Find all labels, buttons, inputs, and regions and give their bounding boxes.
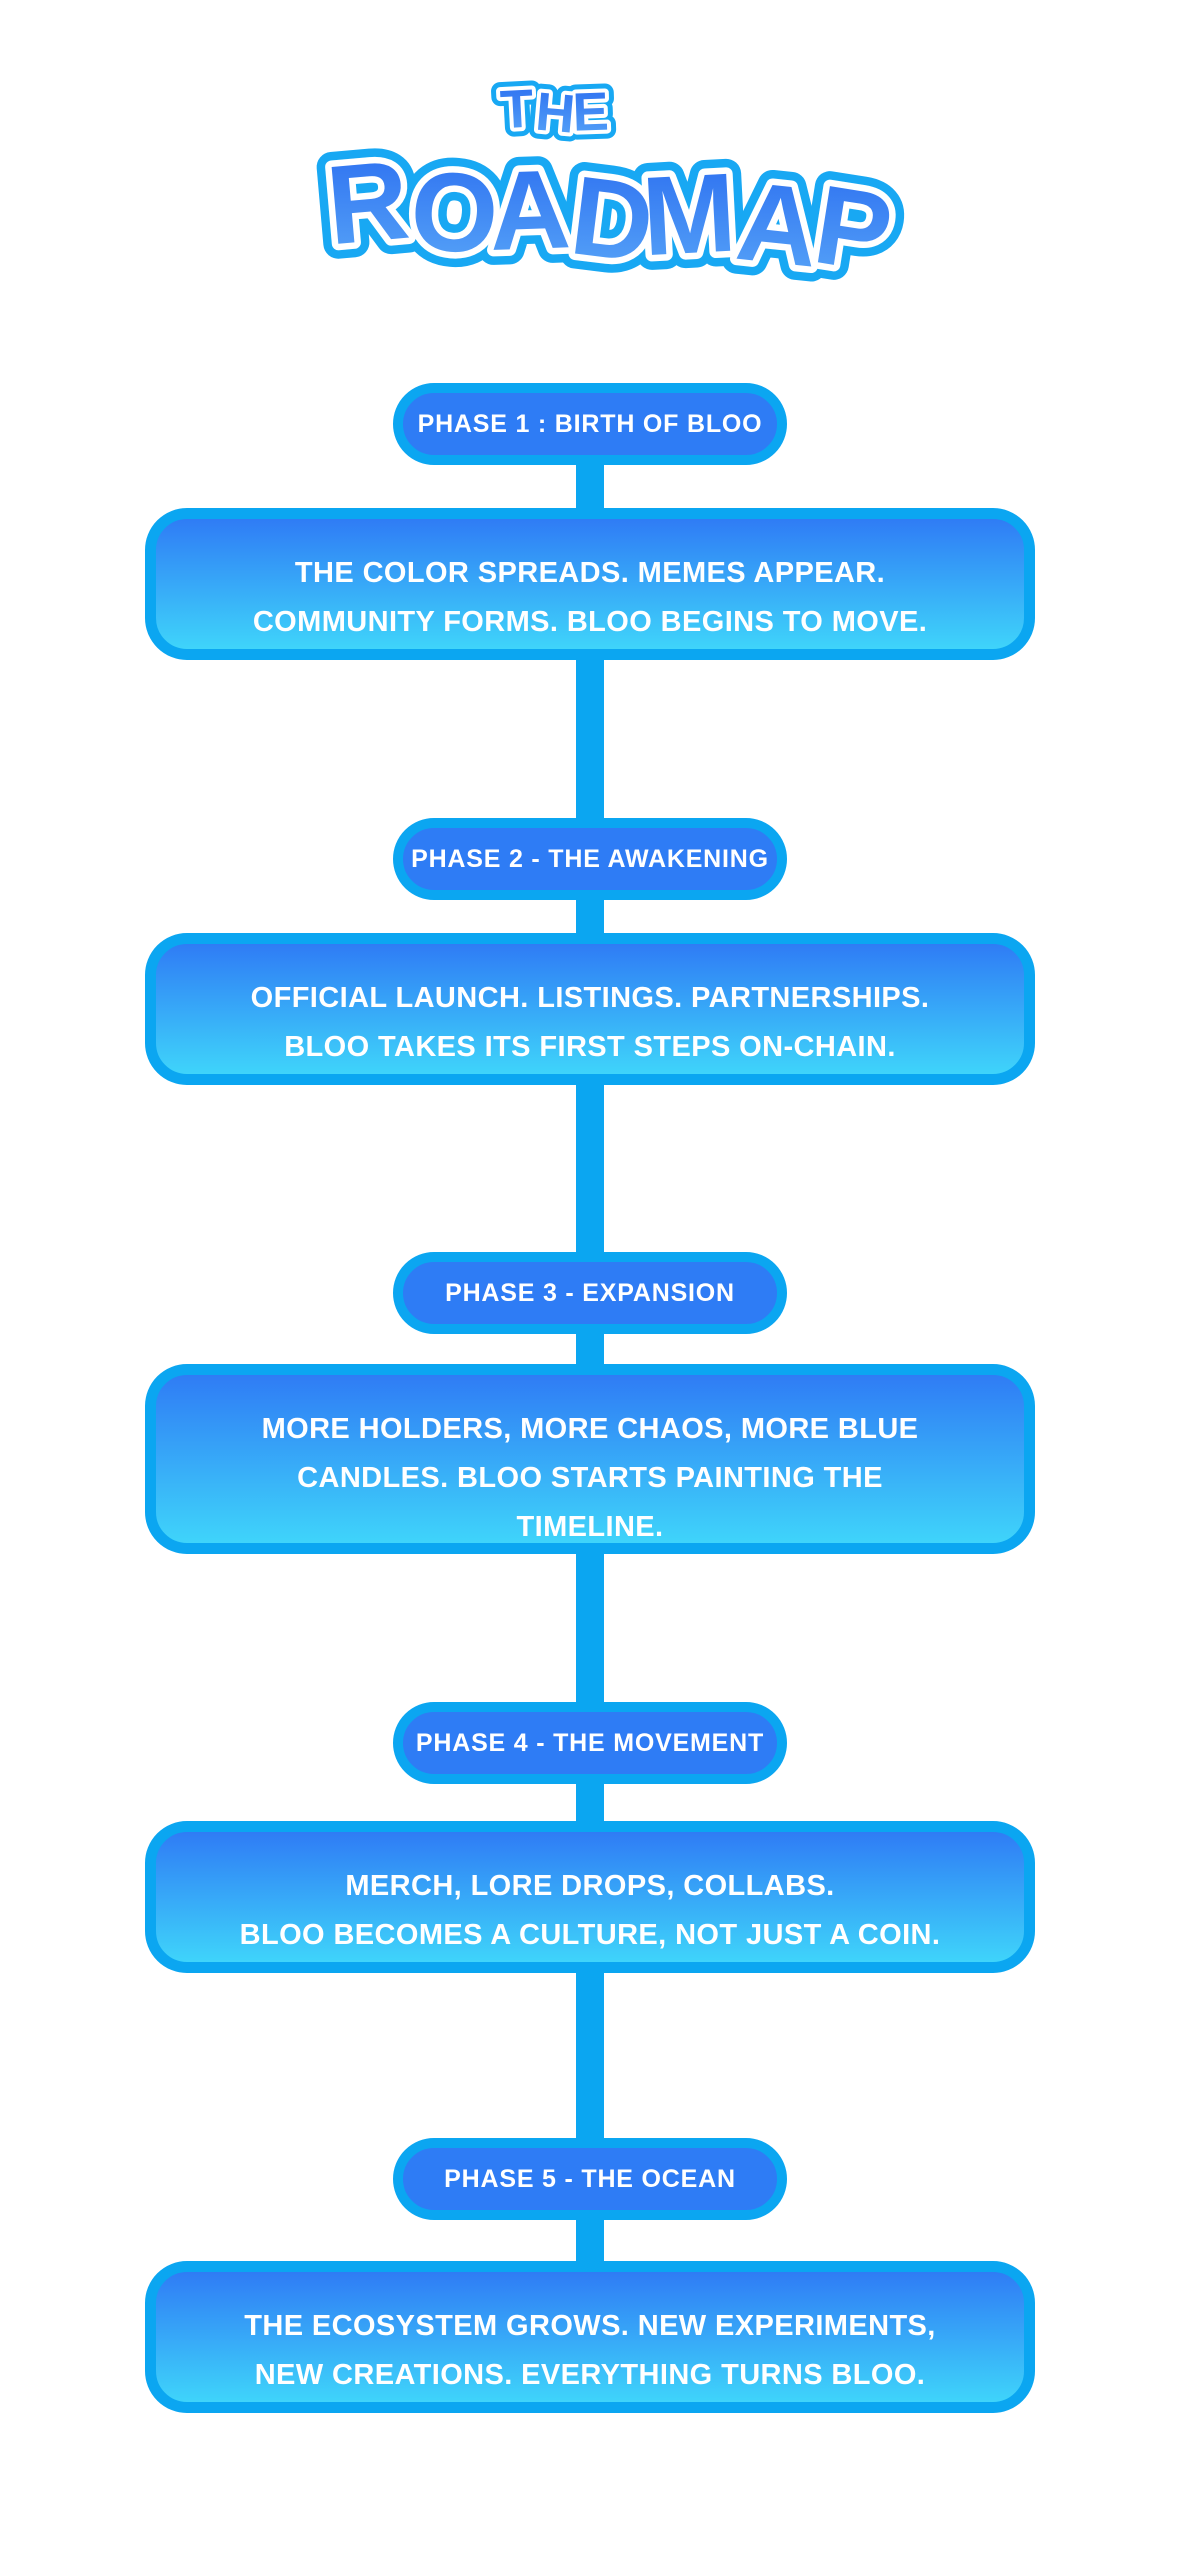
phase-5-description: THE ECOSYSTEM GROWS. NEW EXPERIMENTS, NE… bbox=[244, 2310, 936, 2391]
phase-1-pill-label: PHASE 1 : BIRTH OF BLOO bbox=[417, 409, 763, 438]
logo: THE THE THE ROADMAP ROADMAP ROADMAP bbox=[258, 68, 958, 298]
logo-the-stroke: THE bbox=[497, 77, 612, 146]
phase-1-pill: PHASE 1 : BIRTH OF BLOO bbox=[393, 383, 787, 465]
phase-3-box: MORE HOLDERS, MORE CHAOS, MORE BLUE CAND… bbox=[145, 1364, 1035, 1554]
timeline-spine bbox=[576, 430, 604, 2292]
phase-3-pill: PHASE 3 - EXPANSION bbox=[393, 1252, 787, 1334]
phase-3-pill-label: PHASE 3 - EXPANSION bbox=[445, 1278, 735, 1307]
phase-2-box: OFFICIAL LAUNCH. LISTINGS. PARTNERSHIPS.… bbox=[145, 933, 1035, 1085]
phase-2-pill: PHASE 2 - THE AWAKENING bbox=[393, 818, 787, 900]
phase-2-pill-label: PHASE 2 - THE AWAKENING bbox=[411, 844, 769, 873]
phase-2-description: OFFICIAL LAUNCH. LISTINGS. PARTNERSHIPS.… bbox=[250, 982, 930, 1063]
logo-the-text: THE bbox=[497, 77, 612, 146]
phase-4-description: MERCH, LORE DROPS, COLLABS. BLOO BECOMES… bbox=[239, 1870, 941, 1951]
phase-1-description: THE COLOR SPREADS. MEMES APPEAR. COMMUNI… bbox=[252, 557, 928, 638]
phase-5-box: THE ECOSYSTEM GROWS. NEW EXPERIMENTS, NE… bbox=[145, 2261, 1035, 2413]
logo-graphic: THE THE THE ROADMAP ROADMAP ROADMAP bbox=[302, 68, 912, 298]
logo-roadmap-text: ROADMAP bbox=[317, 134, 897, 296]
phase-4-box: MERCH, LORE DROPS, COLLABS. BLOO BECOMES… bbox=[145, 1821, 1035, 1973]
phase-4-pill: PHASE 4 - THE MOVEMENT bbox=[393, 1702, 787, 1784]
phase-4-pill-label: PHASE 4 - THE MOVEMENT bbox=[415, 1728, 765, 1757]
phase-1-box: THE COLOR SPREADS. MEMES APPEAR. COMMUNI… bbox=[145, 508, 1035, 660]
phase-3-description: MORE HOLDERS, MORE CHAOS, MORE BLUE CAND… bbox=[261, 1413, 919, 1543]
phase-5-pill: PHASE 5 - THE OCEAN bbox=[393, 2138, 787, 2220]
phase-5-pill-label: PHASE 5 - THE OCEAN bbox=[444, 2164, 736, 2193]
